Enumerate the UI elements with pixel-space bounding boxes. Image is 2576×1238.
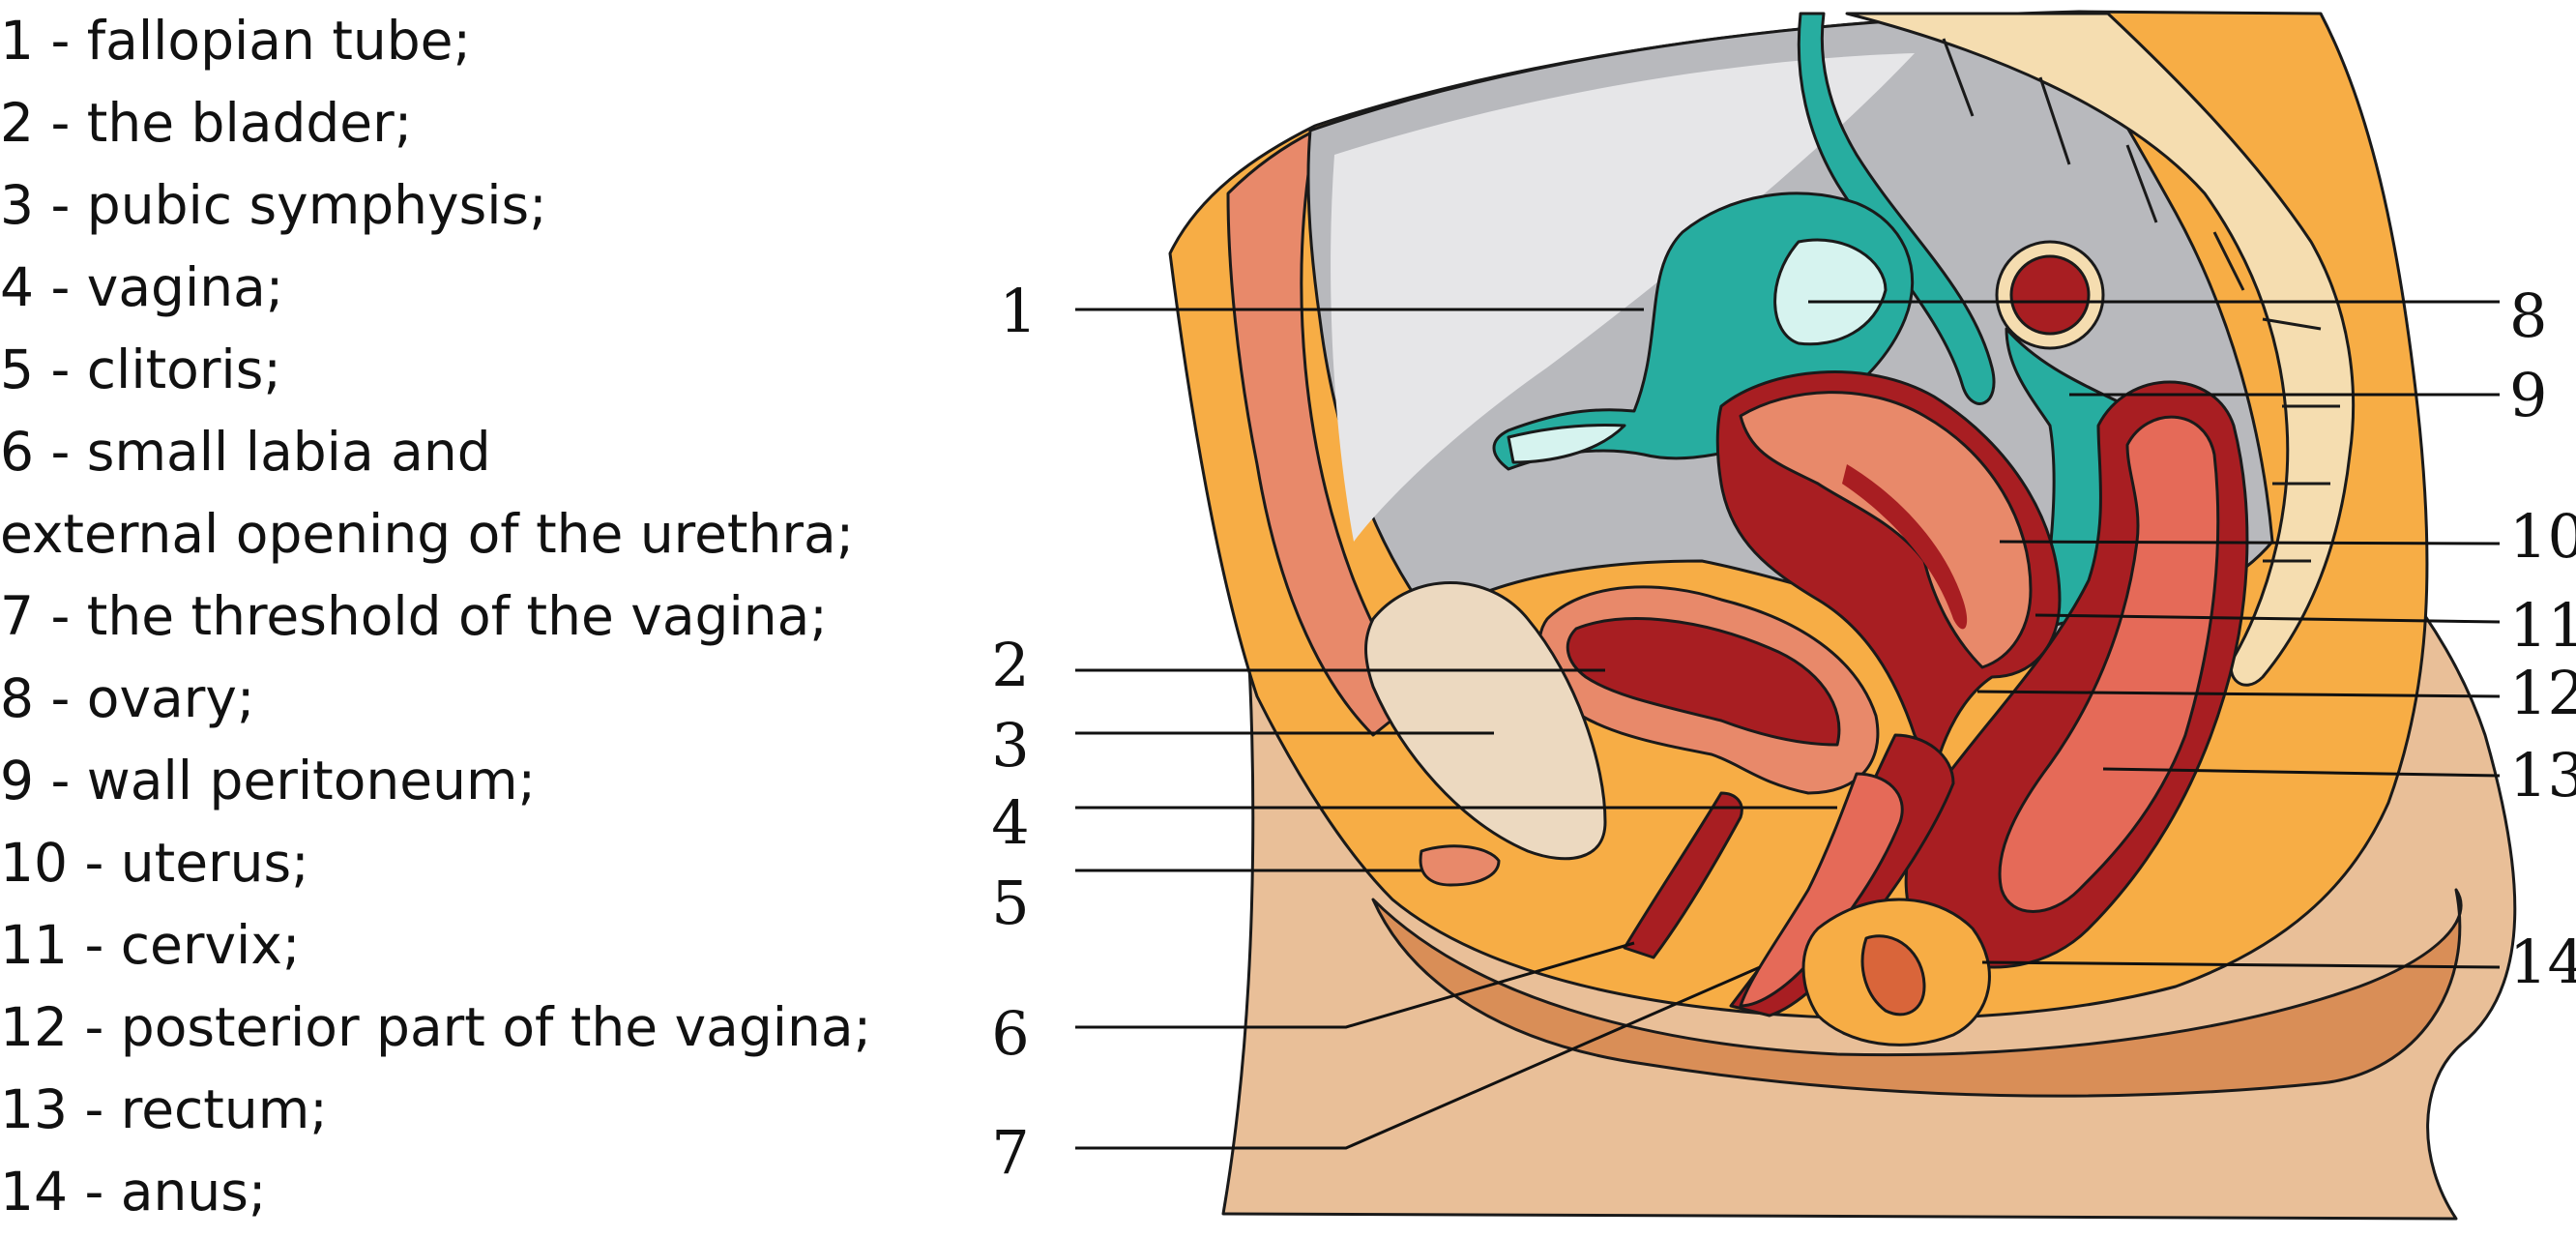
leader-lines [1075, 300, 2501, 1150]
anal-canal [1860, 934, 1926, 1017]
legend-item-ovary: 8 - ovary; [0, 667, 255, 729]
callout-14: 14 [2509, 927, 2576, 997]
legend-item-vagina: 4 - vagina; [0, 256, 284, 318]
callout-8: 8 [2509, 280, 2547, 351]
leader-line-14 [1981, 960, 2501, 969]
leader-line-11 [2034, 613, 2501, 624]
rectum-inner [1998, 415, 2220, 913]
leader-line-6 [1075, 941, 1635, 1029]
callout-1: 1 [999, 276, 1037, 346]
callout-6: 6 [991, 998, 1029, 1069]
legend-item-vaginal-threshold: 7 - the threshold of the vagina; [0, 585, 828, 647]
clitoris [1419, 844, 1501, 887]
bladder-lumen [1566, 617, 1841, 747]
callout-3: 3 [991, 710, 1029, 781]
leader-line-7 [1075, 965, 1761, 1150]
fallopian-tube-fimbria [1507, 238, 1888, 464]
legend-item-wall-peritoneum: 9 - wall peritoneum; [0, 750, 537, 811]
sacrum-bone [1845, 12, 2356, 687]
callout-10: 10 [2509, 501, 2576, 572]
skin-shadow-band [1371, 888, 2463, 1098]
cavity-highlight [1331, 53, 1915, 542]
pubic-symphysis [1364, 581, 1607, 861]
callout-7: 7 [991, 1117, 1029, 1188]
legend-item-cervix: 11 - cervix; [0, 914, 301, 976]
legend-item-pubic-symphysis: 3 - pubic symphysis; [0, 174, 547, 236]
leader-line-12 [1976, 690, 2501, 698]
legend-item-fallopian-tube: 1 - fallopian tube; [0, 10, 472, 72]
vagina-wall [1739, 772, 1904, 1008]
ovary-inner [2009, 254, 2091, 336]
pelvic-cross-section [1168, 10, 2517, 1221]
legend-item-urethra-opening: external opening of the urethra; [0, 503, 855, 565]
callout-2: 2 [991, 630, 1029, 700]
sacrum-segment-lines [1942, 38, 2340, 563]
leader-line-13 [2102, 767, 2501, 778]
legend-item-bladder: 2 - the bladder; [0, 92, 413, 154]
callout-9: 9 [2509, 360, 2547, 430]
legend-item-uterus: 10 - uterus; [0, 832, 309, 894]
legend-item-rectum: 13 - rectum; [0, 1078, 328, 1140]
legend-item-posterior-vagina: 12 - posterior part of the vagina; [0, 996, 872, 1058]
callout-13: 13 [2509, 740, 2576, 811]
uterine-cavity [1842, 464, 1968, 630]
leader-line-10 [1999, 540, 2501, 545]
legend-item-clitoris: 5 - clitoris; [0, 339, 281, 400]
callout-11: 11 [2509, 590, 2576, 661]
legend-item-anus: 14 - anus; [0, 1161, 267, 1223]
callout-5: 5 [991, 868, 1029, 938]
callout-numbers: 1 2 3 4 5 6 7 8 9 10 11 12 13 14 [991, 276, 2576, 1188]
callout-4: 4 [991, 787, 1029, 858]
legend-item-small-labia: 6 - small labia and [0, 421, 491, 483]
peritoneum-strand [1797, 12, 1996, 405]
callout-12: 12 [2509, 658, 2576, 728]
